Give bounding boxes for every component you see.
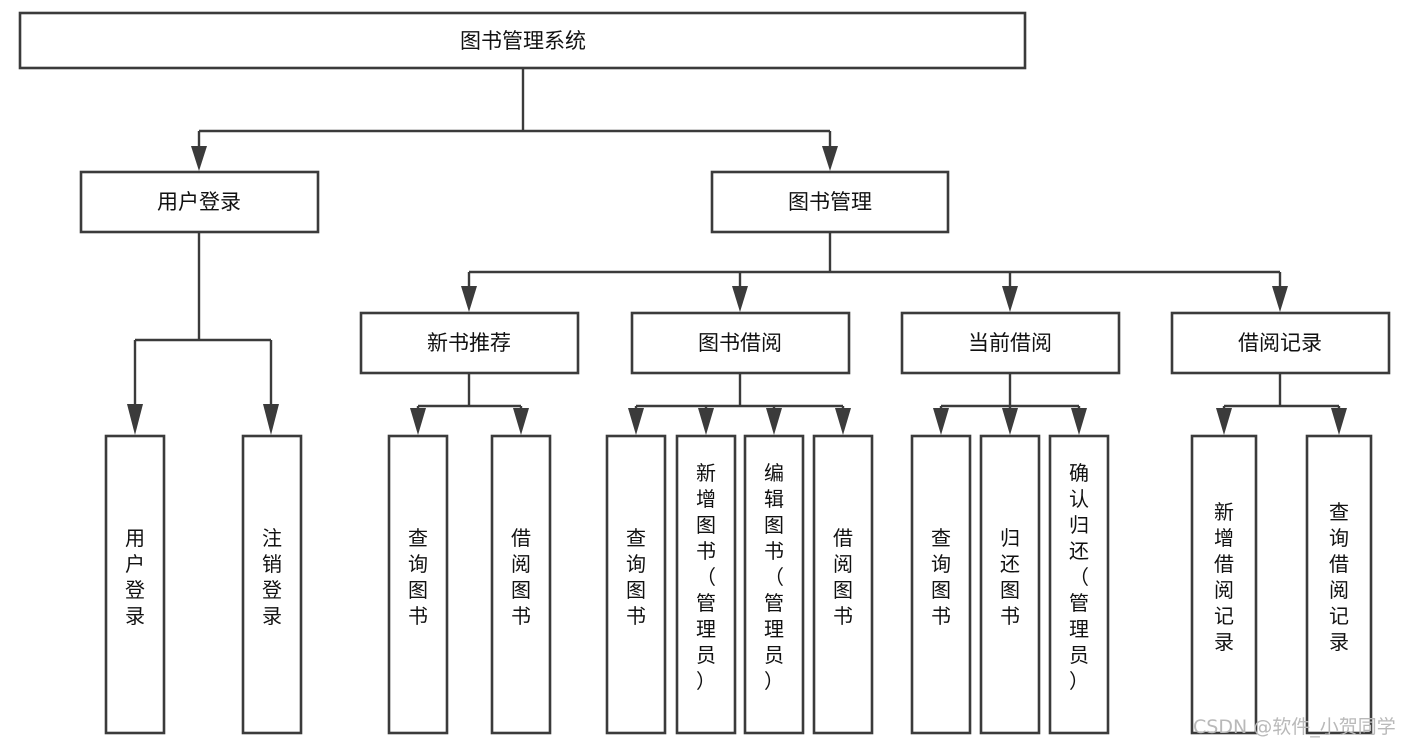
arrow-head-leaf-return-book	[1002, 408, 1018, 435]
arrow-head-book-borrow	[732, 286, 748, 312]
node-leaf-borrow-book-2[interactable]: 借阅图书	[812, 434, 874, 735]
arrow-head-leaf-borrow-book-2	[835, 408, 851, 435]
node-leaf-logout-login[interactable]: 注销登录	[241, 434, 303, 735]
arrow-head-leaf-confirm-return-admin	[1071, 408, 1087, 435]
node-leaf-query-book-2-box[interactable]	[605, 434, 667, 735]
node-book-manage[interactable]: 图书管理	[710, 170, 950, 234]
node-leaf-query-book-3[interactable]: 查询图书	[910, 434, 972, 735]
node-book-borrow-label: 图书借阅	[698, 331, 782, 355]
node-book-manage-box[interactable]	[710, 170, 950, 234]
node-leaf-query-book-3-box[interactable]	[910, 434, 972, 735]
arrow-head-new-book-recommend	[461, 286, 477, 312]
node-current-borrow-label: 当前借阅	[968, 331, 1052, 355]
node-borrow-record[interactable]: 借阅记录	[1170, 311, 1391, 375]
node-user-login-box[interactable]	[79, 170, 320, 234]
node-book-borrow[interactable]: 图书借阅	[630, 311, 851, 375]
arrow-head-leaf-edit-book-admin	[766, 408, 782, 435]
node-leaf-confirm-return-admin-box[interactable]	[1048, 434, 1110, 735]
arrow-head-leaf-borrow-book-1	[513, 408, 529, 435]
arrow-head-borrow-record	[1272, 286, 1288, 312]
node-leaf-user-login[interactable]: 用户登录	[104, 434, 166, 735]
arrow-head-leaf-query-book-2	[628, 408, 644, 435]
node-leaf-borrow-book-2-label: 借阅图书	[833, 526, 853, 628]
node-current-borrow-box[interactable]	[900, 311, 1121, 375]
node-leaf-query-book-1-label: 查询图书	[408, 526, 428, 628]
arrow-head-leaf-query-borrow-record	[1331, 408, 1347, 435]
node-leaf-return-book-box[interactable]	[979, 434, 1041, 735]
node-leaf-query-book-2[interactable]: 查询图书	[605, 434, 667, 735]
node-leaf-confirm-return-admin[interactable]: 确认归还（管理员）	[1048, 434, 1110, 735]
node-leaf-add-borrow-record-label: 新增借阅记录	[1214, 500, 1234, 654]
connector-group-book-manage	[461, 232, 1288, 312]
node-leaf-logout-login-box[interactable]	[241, 434, 303, 735]
node-leaf-edit-book-admin[interactable]: 编辑图书（管理员）	[743, 434, 805, 735]
node-leaf-return-book-label: 归还图书	[1000, 526, 1020, 628]
connector-group-root	[191, 68, 838, 171]
connector-group-new-book-recommend	[410, 373, 529, 435]
node-leaf-query-book-1[interactable]: 查询图书	[387, 434, 449, 735]
node-leaf-borrow-book-2-box[interactable]	[812, 434, 874, 735]
node-leaf-borrow-book-1-label: 借阅图书	[511, 526, 531, 628]
node-leaf-edit-book-admin-box[interactable]	[743, 434, 805, 735]
node-new-book-recommend-box[interactable]	[359, 311, 580, 375]
node-leaf-add-book-admin-label: 新增图书（管理员）	[696, 461, 716, 693]
arrow-head-leaf-user-login	[127, 404, 143, 435]
node-leaf-add-book-admin[interactable]: 新增图书（管理员）	[675, 434, 737, 735]
arrow-head-leaf-query-book-3	[933, 408, 949, 435]
node-current-borrow[interactable]: 当前借阅	[900, 311, 1121, 375]
arrow-head-leaf-add-book-admin	[698, 408, 714, 435]
node-new-book-recommend[interactable]: 新书推荐	[359, 311, 580, 375]
node-root[interactable]: 图书管理系统	[18, 11, 1027, 70]
node-root-label: 图书管理系统	[460, 29, 586, 53]
node-leaf-confirm-return-admin-label: 确认归还（管理员）	[1069, 461, 1089, 693]
node-leaf-logout-login-label: 注销登录	[262, 526, 282, 628]
connector-group-book-borrow	[628, 373, 851, 435]
node-book-manage-label: 图书管理	[788, 190, 872, 214]
node-leaf-query-book-2-label: 查询图书	[626, 526, 646, 628]
arrow-head-leaf-logout-login	[263, 404, 279, 435]
arrow-head-current-borrow	[1002, 286, 1018, 312]
arrow-head-leaf-query-book-1	[410, 408, 426, 435]
node-leaf-query-borrow-record[interactable]: 查询借阅记录	[1305, 434, 1373, 735]
csdn-watermark: CSDN @软件_小贺同学	[1193, 716, 1396, 738]
node-user-login[interactable]: 用户登录	[79, 170, 320, 234]
connector-group-user-login	[127, 232, 279, 435]
connector-group-borrow-record	[1216, 373, 1347, 435]
node-leaf-add-borrow-record-box[interactable]	[1190, 434, 1258, 735]
node-leaf-edit-book-admin-label: 编辑图书（管理员）	[764, 461, 784, 693]
node-root-box[interactable]	[18, 11, 1027, 70]
node-book-borrow-box[interactable]	[630, 311, 851, 375]
node-leaf-borrow-book-1[interactable]: 借阅图书	[490, 434, 552, 735]
node-leaf-add-borrow-record[interactable]: 新增借阅记录	[1190, 434, 1258, 735]
node-leaf-return-book[interactable]: 归还图书	[979, 434, 1041, 735]
node-user-login-label: 用户登录	[157, 190, 241, 214]
node-borrow-record-box[interactable]	[1170, 311, 1391, 375]
node-leaf-user-login-box[interactable]	[104, 434, 166, 735]
arrow-head-leaf-add-borrow-record	[1216, 408, 1232, 435]
node-leaf-user-login-label: 用户登录	[125, 526, 145, 628]
node-leaf-borrow-book-1-box[interactable]	[490, 434, 552, 735]
node-leaf-query-borrow-record-label: 查询借阅记录	[1329, 500, 1349, 654]
node-leaf-add-book-admin-box[interactable]	[675, 434, 737, 735]
connector-group-current-borrow	[933, 373, 1087, 435]
node-leaf-query-borrow-record-box[interactable]	[1305, 434, 1373, 735]
node-leaf-query-book-1-box[interactable]	[387, 434, 449, 735]
arrow-head-book-manage	[822, 146, 838, 171]
node-leaf-query-book-3-label: 查询图书	[931, 526, 951, 628]
node-borrow-record-label: 借阅记录	[1238, 331, 1322, 355]
arrow-head-user-login	[191, 146, 207, 171]
node-new-book-recommend-label: 新书推荐	[427, 331, 511, 355]
